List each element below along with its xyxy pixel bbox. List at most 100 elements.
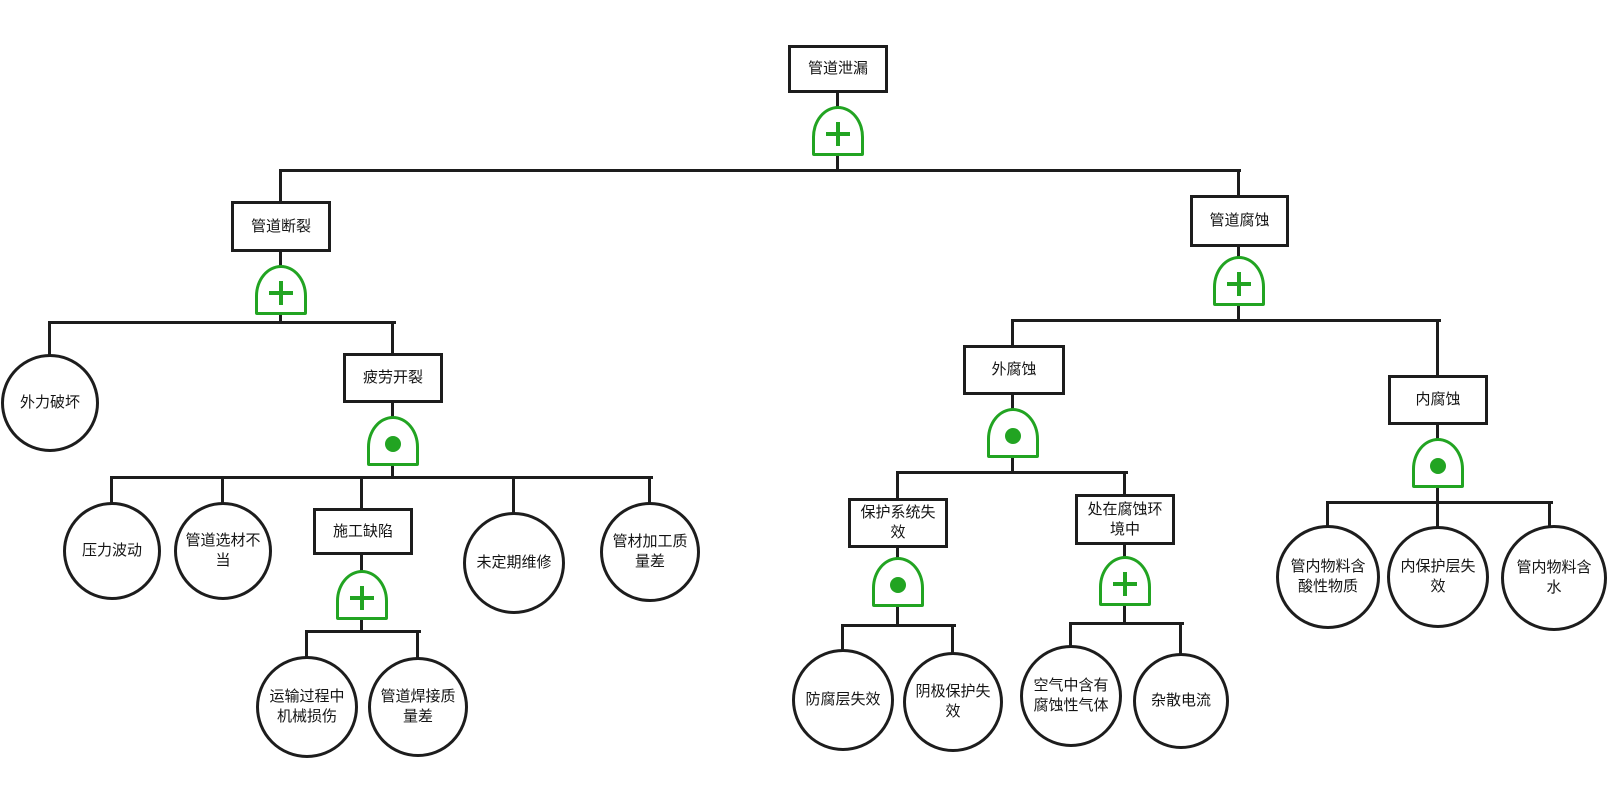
connector-line (896, 471, 1128, 474)
node-pipeline-corrosion[interactable]: 管道腐蚀 (1190, 195, 1289, 247)
connector-line (279, 313, 282, 323)
connector-line (221, 476, 224, 504)
connector-line (1069, 622, 1072, 648)
node-label: 内腐蚀 (1415, 390, 1461, 409)
node-label: 管道选材不当 (185, 531, 261, 569)
or-gate-icon[interactable] (812, 106, 864, 156)
node-label: 防腐层失效 (805, 690, 881, 709)
connector-line (836, 156, 839, 171)
node-label: 杂散电流 (1150, 691, 1211, 710)
connector-line (1011, 394, 1014, 410)
connector-line (841, 624, 844, 652)
node-weld-quality-poor[interactable]: 管道焊接质量差 (368, 657, 468, 757)
node-label: 处在腐蚀环境中 (1087, 499, 1163, 538)
connector-line (1436, 487, 1439, 503)
node-cathodic-protection-failure[interactable]: 阴极保护失效 (903, 652, 1003, 752)
node-label: 空气中含有腐蚀性气体 (1033, 676, 1109, 714)
connector-line (951, 624, 954, 654)
or-gate-icon[interactable] (1099, 556, 1151, 606)
node-label: 未定期维修 (476, 553, 552, 572)
connector-line (305, 630, 308, 658)
connector-line (1011, 457, 1014, 473)
connector-line (1069, 622, 1184, 625)
node-pipeline-leak[interactable]: 管道泄漏 (788, 45, 888, 93)
node-transport-mechanical-damage[interactable]: 运输过程中机械损伤 (256, 656, 358, 758)
connector-line (279, 169, 1241, 172)
node-label: 内保护层失效 (1400, 557, 1476, 595)
and-gate-icon[interactable] (987, 408, 1039, 458)
connector-line (391, 402, 394, 418)
connector-line (391, 321, 394, 354)
node-label: 管内物料含酸性物质 (1290, 557, 1366, 595)
connector-line (1123, 605, 1126, 624)
and-gate-icon[interactable] (367, 416, 419, 466)
node-label: 运输过程中机械损伤 (269, 687, 345, 725)
connector-line (305, 630, 421, 633)
node-corrosive-gas-in-air[interactable]: 空气中含有腐蚀性气体 (1020, 645, 1122, 747)
node-label: 压力波动 (81, 541, 142, 560)
and-gate-icon[interactable] (872, 557, 924, 607)
node-external-corrosion[interactable]: 外腐蚀 (963, 345, 1065, 395)
connector-line (360, 476, 363, 510)
connector-line (416, 630, 419, 659)
connector-line (1436, 319, 1439, 377)
connector-line (1326, 501, 1553, 504)
connector-line (360, 618, 363, 633)
node-label: 管道腐蚀 (1209, 211, 1270, 230)
connector-line (1123, 544, 1126, 558)
node-internal-coating-failure[interactable]: 内保护层失效 (1387, 526, 1489, 628)
or-gate-icon[interactable] (336, 570, 388, 620)
connector-line (896, 546, 899, 559)
node-anticorrosion-coating-failure[interactable]: 防腐层失效 (792, 649, 894, 751)
node-protection-system-failure[interactable]: 保护系统失效 (848, 498, 948, 548)
connector-line (48, 321, 51, 355)
connector-line (110, 476, 113, 504)
node-label: 阴极保护失效 (915, 682, 991, 720)
node-label: 管内物料含水 (1516, 558, 1592, 596)
connector-line (279, 169, 282, 202)
or-gate-icon[interactable] (1213, 256, 1265, 306)
connector-line (1011, 319, 1441, 322)
node-pipe-processing-quality-poor[interactable]: 管材加工质量差 (600, 502, 700, 602)
connector-line (360, 554, 363, 572)
connector-line (1123, 471, 1126, 496)
connector-line (1237, 169, 1240, 196)
connector-line (648, 476, 651, 504)
node-stray-current[interactable]: 杂散电流 (1133, 653, 1229, 749)
node-improper-material-selection[interactable]: 管道选材不当 (174, 502, 272, 600)
node-corrosive-environment[interactable]: 处在腐蚀环境中 (1075, 494, 1175, 545)
connector-line (1011, 319, 1014, 347)
connector-line (1237, 304, 1240, 321)
node-fatigue-crack[interactable]: 疲劳开裂 (343, 353, 443, 403)
connector-line (279, 251, 282, 267)
connector-line (1436, 424, 1439, 440)
node-label: 外腐蚀 (991, 360, 1037, 379)
connector-line (836, 92, 839, 108)
connector-line (48, 321, 396, 324)
node-construction-defect[interactable]: 施工缺陷 (313, 508, 413, 555)
node-label: 管道焊接质量差 (380, 687, 456, 725)
or-gate-icon[interactable] (255, 265, 307, 315)
node-label: 管材加工质量差 (612, 532, 688, 570)
node-external-force[interactable]: 外力破坏 (1, 354, 99, 452)
node-pressure-fluctuation[interactable]: 压力波动 (63, 502, 161, 600)
connector-line (1326, 501, 1329, 528)
connector-line (1548, 501, 1551, 528)
node-pipeline-rupture[interactable]: 管道断裂 (231, 201, 331, 252)
connector-line (1179, 622, 1182, 655)
node-internal-corrosion[interactable]: 内腐蚀 (1388, 375, 1488, 425)
connector-line (896, 471, 899, 500)
node-label: 管道断裂 (250, 216, 311, 235)
connector-line (1436, 501, 1439, 529)
node-label: 疲劳开裂 (362, 368, 423, 387)
and-gate-icon[interactable] (1412, 438, 1464, 488)
connector-line (1237, 246, 1240, 258)
connector-line (841, 624, 956, 627)
node-water-in-pipe-material[interactable]: 管内物料含水 (1501, 525, 1607, 631)
node-no-regular-maintenance[interactable]: 未定期维修 (463, 512, 565, 614)
node-label: 管道泄漏 (807, 59, 868, 78)
node-label: 外力破坏 (19, 393, 80, 412)
node-acidic-substance-in-pipe[interactable]: 管内物料含酸性物质 (1276, 525, 1380, 629)
node-label: 保护系统失效 (860, 503, 936, 541)
